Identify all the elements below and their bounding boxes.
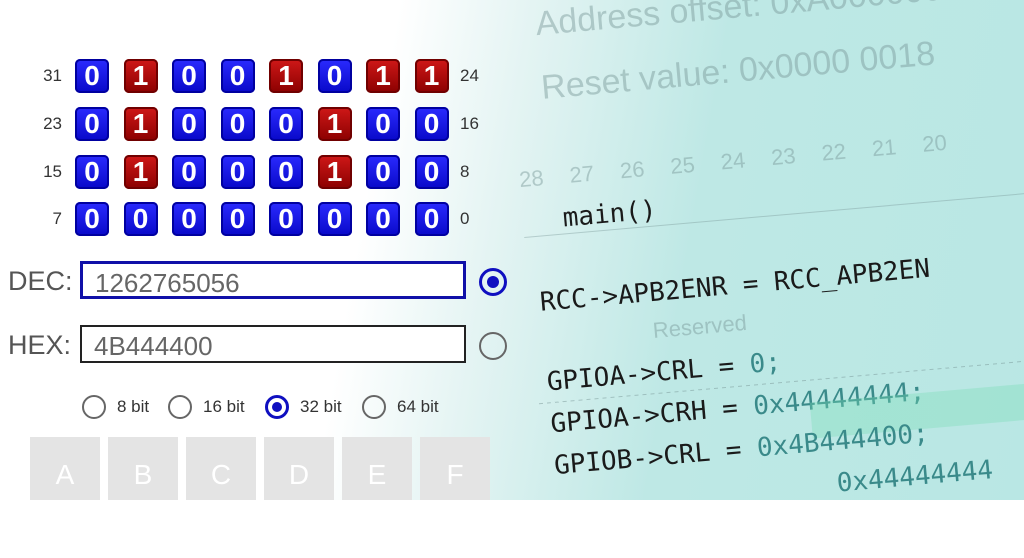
bit-row-high-label: 7 bbox=[52, 209, 62, 228]
bit-toggle[interactable]: 0 bbox=[172, 59, 206, 93]
key-d[interactable]: D bbox=[264, 437, 334, 500]
bit-toggle[interactable]: 0 bbox=[366, 107, 400, 141]
code-extra-value: 0x44444444 bbox=[835, 455, 995, 499]
radio-icon[interactable] bbox=[265, 395, 289, 419]
key-c[interactable]: C bbox=[186, 437, 256, 500]
dec-input[interactable]: 1262765056 bbox=[80, 261, 466, 299]
bit-toggle[interactable]: 0 bbox=[172, 155, 206, 189]
key-b[interactable]: B bbox=[108, 437, 178, 500]
bit-row-low-label: 0 bbox=[460, 209, 470, 228]
code-main: main() bbox=[561, 195, 658, 234]
bit-toggle[interactable]: 0 bbox=[269, 202, 303, 236]
background-code-image: Address offset: 0xA000000 Reset value: 0… bbox=[500, 0, 1024, 558]
bit-toggle[interactable]: 0 bbox=[172, 202, 206, 236]
bit-toggle[interactable]: 0 bbox=[75, 59, 109, 93]
bit-row-high-label: 31 bbox=[43, 66, 62, 85]
bit-toggle[interactable]: 0 bbox=[220, 59, 255, 93]
key-a[interactable]: A bbox=[30, 437, 100, 500]
hex-radio[interactable] bbox=[479, 332, 507, 360]
code-apb2enr: RCC->APB2ENR = RCC_APB2EN bbox=[538, 253, 932, 318]
bit-toggle[interactable]: 0 bbox=[123, 202, 158, 236]
background-panel bbox=[0, 0, 1024, 500]
hex-label: HEX: bbox=[8, 330, 72, 360]
dec-label: DEC: bbox=[8, 266, 73, 296]
key-f[interactable]: F bbox=[420, 437, 490, 500]
bit-width-label: 64 bit bbox=[397, 397, 439, 416]
bit-toggle[interactable]: 0 bbox=[75, 202, 109, 236]
bit-toggle[interactable]: 0 bbox=[366, 202, 400, 236]
bit-toggle[interactable]: 0 bbox=[75, 107, 109, 141]
dec-radio[interactable] bbox=[479, 268, 507, 296]
bit-toggle[interactable]: 1 bbox=[317, 155, 352, 189]
bit-row-low-label: 8 bbox=[460, 162, 470, 181]
bit-toggle[interactable]: 0 bbox=[414, 155, 449, 189]
bit-toggle[interactable]: 1 bbox=[123, 107, 158, 141]
bit-row-high-label: 23 bbox=[43, 114, 62, 133]
bit-toggle[interactable]: 1 bbox=[123, 59, 158, 93]
bit-toggle[interactable]: 1 bbox=[414, 59, 449, 93]
reserved-text: Reserved bbox=[651, 309, 748, 344]
key-e[interactable]: E bbox=[342, 437, 412, 500]
radio-icon[interactable] bbox=[362, 395, 386, 419]
bit-row-high-label: 15 bbox=[43, 162, 62, 181]
bit-toggle[interactable]: 0 bbox=[414, 107, 449, 141]
register-bit-numbers: 28 27 26 25 24 23 22 21 20 bbox=[518, 129, 948, 193]
bit-toggle[interactable]: 0 bbox=[366, 155, 400, 189]
bit-width-label: 8 bit bbox=[117, 397, 150, 416]
bit-toggle[interactable]: 0 bbox=[317, 202, 352, 236]
bit-toggle[interactable]: 0 bbox=[269, 107, 303, 141]
bit-toggle[interactable]: 0 bbox=[269, 155, 303, 189]
bit-row-low-label: 16 bbox=[460, 114, 479, 133]
bit-toggle[interactable]: 0 bbox=[220, 202, 255, 236]
bit-toggle[interactable]: 1 bbox=[366, 59, 400, 93]
radio-icon[interactable] bbox=[82, 395, 106, 419]
bit-toggle[interactable]: 0 bbox=[220, 107, 255, 141]
hex-input[interactable]: 4B444400 bbox=[80, 325, 466, 363]
bit-toggle[interactable]: 0 bbox=[414, 202, 449, 236]
bit-width-label: 16 bit bbox=[203, 397, 245, 416]
bit-toggle[interactable]: 0 bbox=[220, 155, 255, 189]
radio-icon[interactable] bbox=[168, 395, 192, 419]
reset-value-text: Reset value: 0x0000 0018 bbox=[539, 34, 937, 107]
bit-toggle[interactable]: 0 bbox=[172, 107, 206, 141]
bit-row-low-label: 24 bbox=[460, 66, 479, 85]
bit-width-label: 32 bit bbox=[300, 397, 342, 416]
address-offset-text: Address offset: 0xA000000 bbox=[534, 0, 944, 44]
code-gpioa-crl: GPIOA->CRL = 0; bbox=[545, 347, 783, 398]
bit-toggle[interactable]: 1 bbox=[317, 107, 352, 141]
bit-toggle[interactable]: 1 bbox=[269, 59, 303, 93]
bit-toggle[interactable]: 1 bbox=[123, 155, 158, 189]
bit-toggle[interactable]: 0 bbox=[75, 155, 109, 189]
bit-toggle[interactable]: 0 bbox=[317, 59, 352, 93]
